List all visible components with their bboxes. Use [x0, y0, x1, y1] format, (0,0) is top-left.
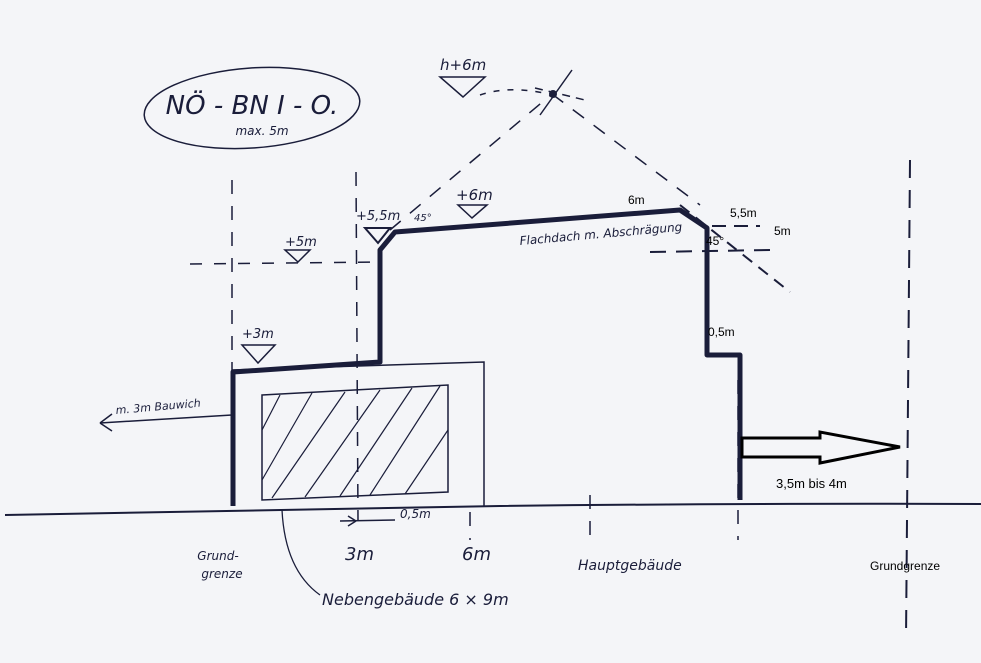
label-dim-0-5-right: 0,5m: [708, 325, 735, 339]
label-level-5: +5m: [285, 235, 317, 250]
level-marker-5: [283, 249, 312, 264]
label-ground-left-2: grenze: [201, 567, 242, 581]
level-marker-3: [240, 344, 277, 365]
dashed-line-plus5m: [189, 261, 381, 265]
dashed-line-grundgrenze-right: [905, 159, 911, 641]
label-level-6: +6m: [456, 186, 493, 204]
label-roof-height: h+6m: [440, 56, 486, 74]
label-top-6m: 6m: [628, 193, 645, 207]
dim-arrow-bottom: [339, 515, 396, 527]
hatching: [261, 385, 449, 499]
label-grundgrenze-right: Grundgrenze: [870, 559, 940, 573]
dashed-roof-left: [389, 93, 553, 231]
dashed-roof-right: [551, 93, 701, 206]
label-distance: 3,5m bis 4m: [776, 476, 847, 491]
level-marker-h6: [437, 76, 487, 99]
label-dim-5m: 5m: [774, 224, 791, 238]
level-marker-6: [456, 204, 490, 220]
label-mark-6m: 6m: [462, 544, 491, 565]
oval-label-2: max. 5m: [235, 124, 288, 138]
label-angle-45-right: 45°: [706, 234, 724, 248]
distance-arrow: [740, 430, 901, 465]
zoning-oval: [143, 66, 361, 150]
nebengebaeude-leader: [281, 509, 321, 596]
label-level-3: +3m: [242, 327, 274, 342]
label-bauwich: m. 3m Bauwich: [115, 397, 201, 417]
dashed-cross-c: [479, 89, 549, 96]
ground-line: [4, 502, 981, 516]
label-hauptgebaeude: Hauptgebäude: [578, 558, 682, 574]
bauwich-arrow: [99, 413, 233, 432]
label-nebengebaeude: Nebengebäude 6 × 9m: [322, 590, 509, 609]
dashed-cross-a: [534, 87, 586, 101]
roof-apex-point: [549, 90, 557, 98]
label-flat-roof: Flachdach m. Abschrägung: [519, 220, 683, 248]
level-marker-5-5: [362, 227, 393, 245]
label-level-5-5: +5,5m: [356, 209, 400, 224]
label-ground-left-1: Grund-: [197, 549, 238, 563]
dashed-level-5: [649, 249, 771, 253]
label-dim-bottom: 0,5m: [400, 507, 431, 521]
label-mark-3m: 3m: [345, 544, 374, 565]
building-outline-left: [230, 207, 743, 506]
dashed-line-3m: [355, 171, 359, 521]
oval-label-1: NÖ - BN I - O.: [166, 89, 339, 121]
label-dim-5-5: 5,5m: [730, 206, 757, 220]
label-angle-45-top: 45°: [414, 213, 432, 224]
